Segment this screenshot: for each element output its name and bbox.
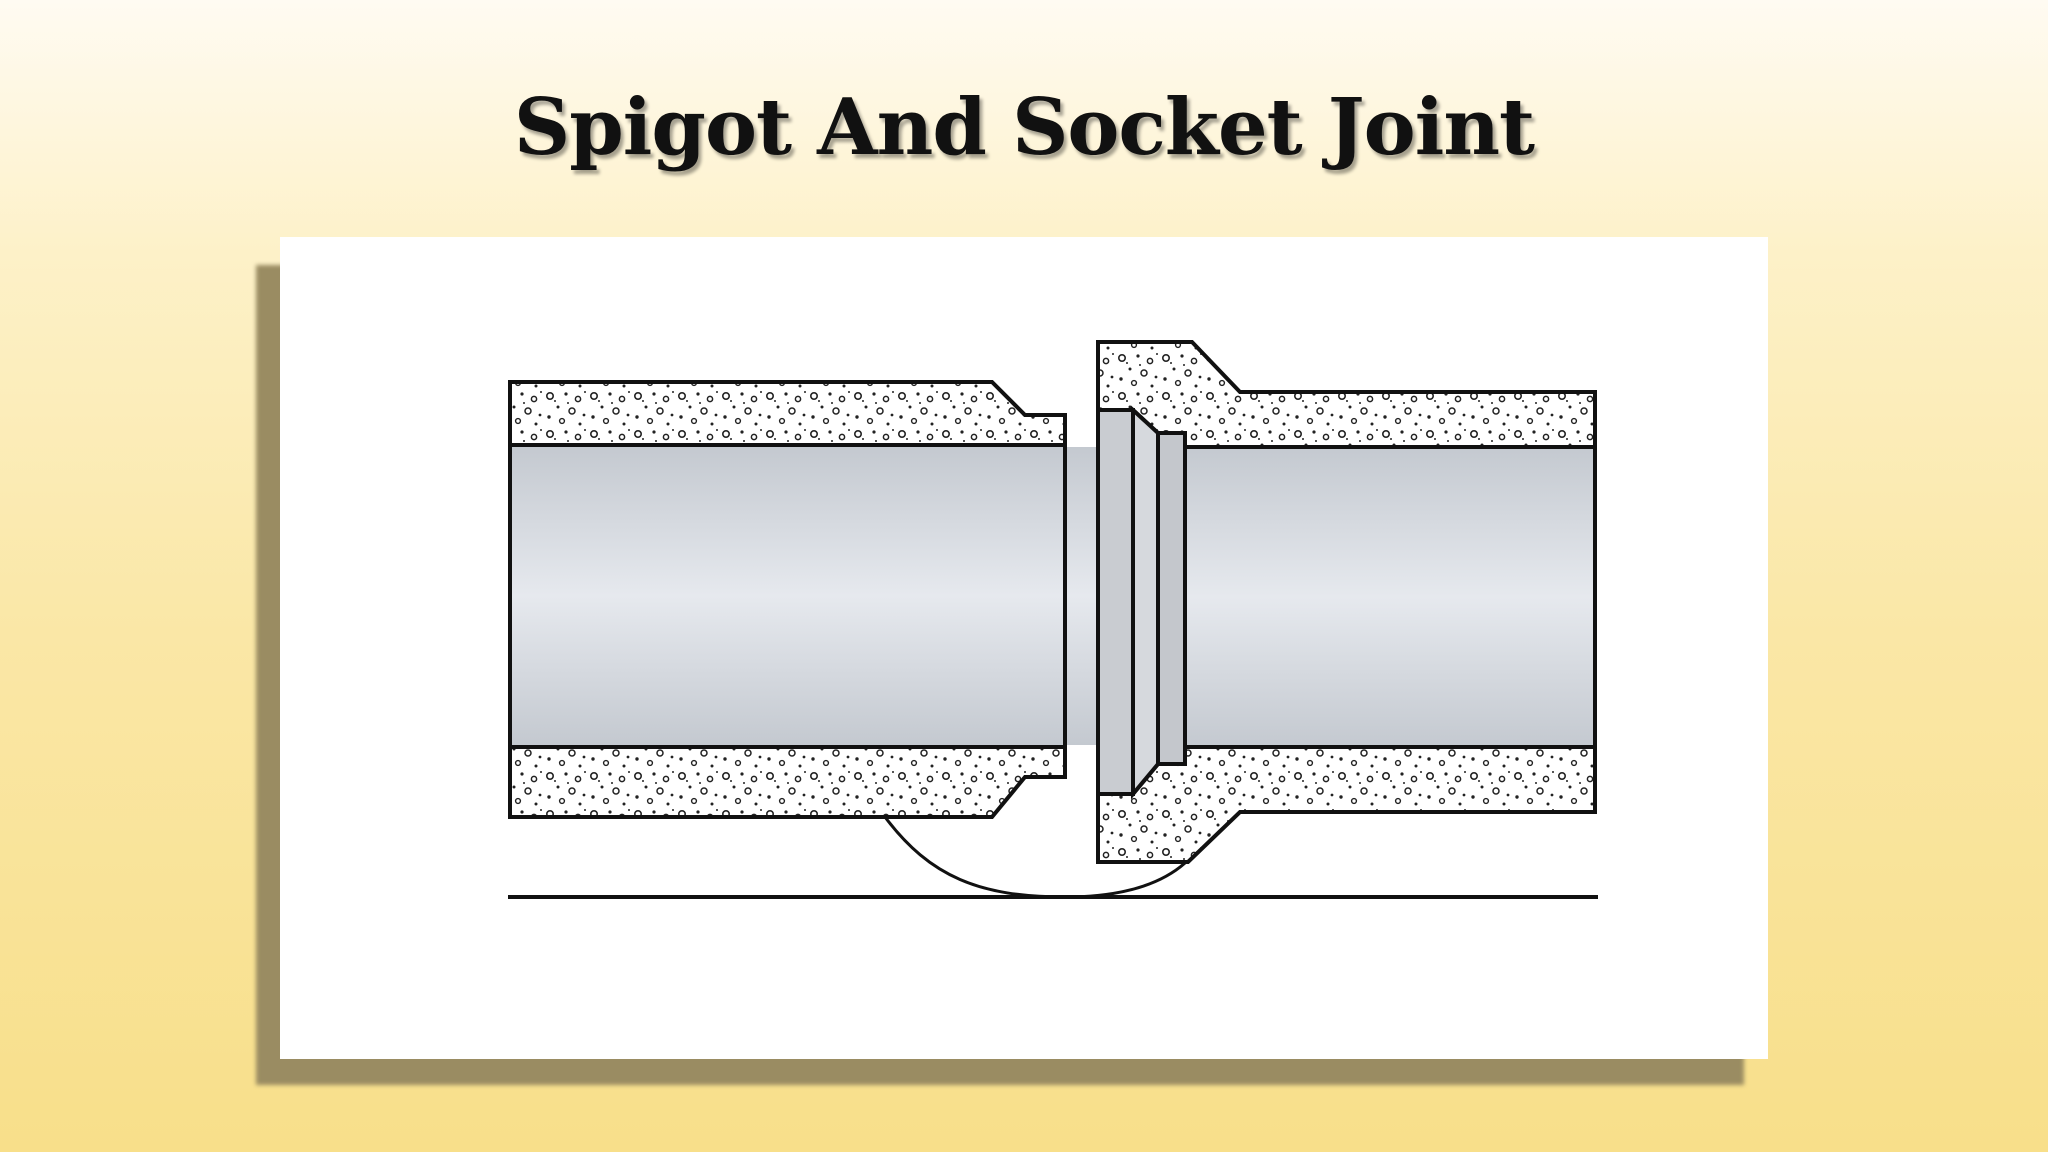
- joint-deflection-curve: [883, 816, 1186, 899]
- page-title: Spigot And Socket Joint: [513, 82, 1535, 173]
- socket-bore: [1185, 447, 1593, 747]
- spigot-bottom-wall: [508, 745, 1067, 819]
- spigot-socket-diagram: [508, 340, 1598, 899]
- sealing-ring: [1096, 405, 1187, 800]
- socket-pipe: [1096, 340, 1597, 864]
- spigot-top-wall: [508, 380, 1067, 447]
- diagram-frame: [280, 237, 1768, 1059]
